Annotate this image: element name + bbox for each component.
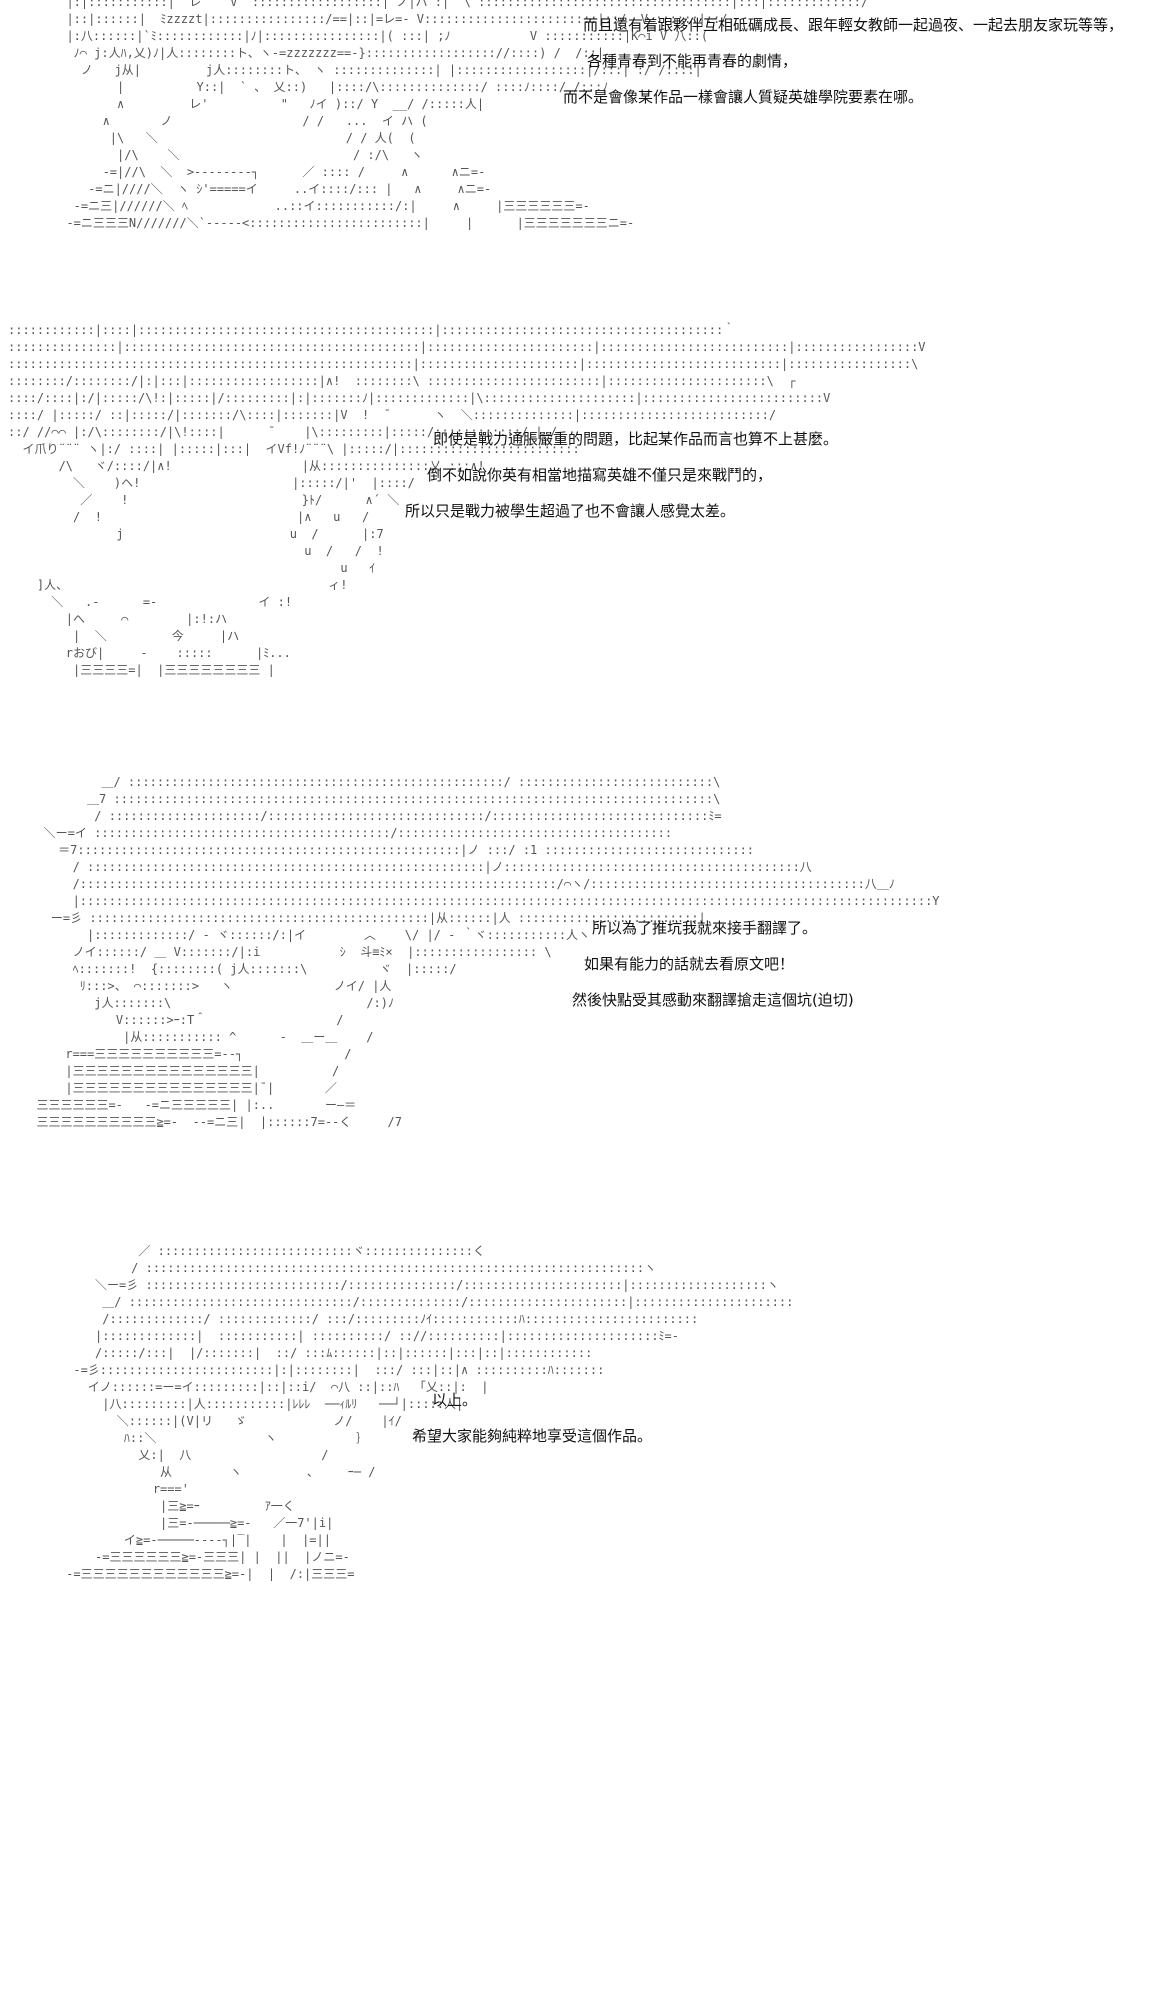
dialogue-line: 希望大家能夠純粹地享受這個作品。	[412, 1427, 653, 1445]
dialogue-line: 即使是戰力通脹嚴重的問題，比起某作品而言也算不上甚麼。	[433, 430, 839, 448]
dialogue-line: 所以為了推坑我就來接手翻譯了。	[592, 919, 818, 937]
dialogue-line: 以上。	[432, 1391, 478, 1409]
dialogue-line: 倒不如說你英有相當地描寫英雄不僅只是來戰鬥的，	[427, 466, 773, 484]
dialogue-block-1: 而且還有着跟夥伴互相砥礪成長、跟年輕女教師一起過夜、一起去朋友家玩等等， 各種青…	[563, 16, 1123, 124]
ascii-art-figure-3: ＿/ :::::::::::::::::::::::::::::::::::::…	[22, 774, 940, 1131]
dialogue-line: 所以只是戰力被學生超過了也不會讓人感覺太差。	[405, 502, 736, 520]
dialogue-line: 而且還有着跟夥伴互相砥礪成長、跟年輕女教師一起過夜、一起去朋友家玩等等，	[583, 16, 1124, 34]
ascii-art-text: ／ :::::::::::::::::::::::::::ヾ::::::::::…	[66, 1244, 794, 1581]
ascii-art-text: ::::::::::::|::::|::::::::::::::::::::::…	[8, 323, 926, 677]
dialogue-line: 而不是會像某作品一樣會讓人質疑英雄學院要素在哪。	[563, 88, 924, 106]
ascii-art-text: |:|:::::::::::| レ V ::::::::::::::::::| …	[66, 0, 869, 230]
ascii-art-figure-2: ::::::::::::|::::|::::::::::::::::::::::…	[8, 322, 926, 679]
dialogue-block-2: 即使是戰力通脹嚴重的問題，比起某作品而言也算不上甚麼。 倒不如說你英有相當地描寫…	[405, 430, 838, 538]
ascii-art-figure-1: |:|:::::::::::| レ V ::::::::::::::::::| …	[52, 0, 868, 232]
dialogue-line: 然後快點受其感動來翻譯搶走這個坑(迫切)	[572, 991, 854, 1009]
dialogue-line: 各種青春到不能再青春的劇情，	[587, 52, 798, 70]
dialogue-block-3: 所以為了推坑我就來接手翻譯了。 如果有能力的話就去看原文吧！ 然後快點受其感動來…	[572, 919, 854, 1027]
ascii-art-figure-4: ／ :::::::::::::::::::::::::::ヾ::::::::::…	[30, 1243, 793, 1583]
dialogue-line: 如果有能力的話就去看原文吧！	[584, 955, 795, 973]
dialogue-block-4: 以上。 希望大家能夠純粹地享受這個作品。	[412, 1391, 652, 1463]
ascii-art-text: ＿/ :::::::::::::::::::::::::::::::::::::…	[36, 775, 940, 1129]
